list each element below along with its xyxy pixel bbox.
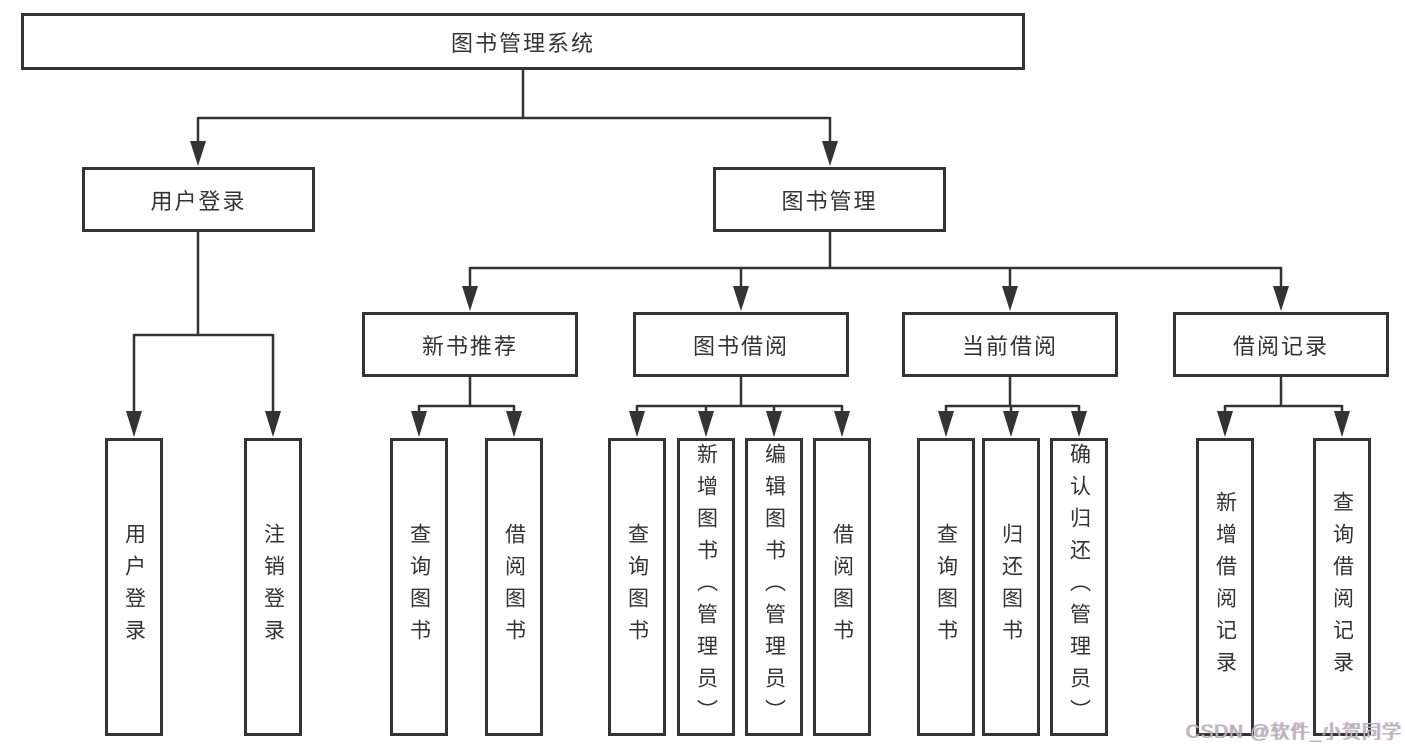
node-label: 图书借阅	[692, 333, 789, 359]
leaf-user-login: 用户登录	[105, 438, 163, 736]
node-label: 用户登录	[150, 188, 247, 214]
node-label: 查询图书	[407, 523, 431, 651]
node-label: 借阅记录	[1232, 333, 1329, 359]
leaf-cb-return-book: 归还图书	[982, 438, 1040, 736]
node-book-management: 图书管理	[713, 167, 946, 232]
edge-user-login-to-leaves	[126, 232, 281, 437]
leaf-cb-query-book: 查询图书	[917, 438, 975, 736]
node-label: 归还图书	[999, 523, 1023, 651]
node-book-borrow: 图书借阅	[633, 312, 849, 377]
node-label: 新增图书（管理员）	[694, 443, 718, 731]
edge-book-borrow-to-leaves	[629, 377, 850, 437]
node-label: 当前借阅	[961, 333, 1058, 359]
node-label: 编辑图书（管理员）	[762, 443, 786, 731]
node-label: 查询借阅记录	[1330, 491, 1354, 683]
leaf-logout: 注销登录	[244, 438, 302, 736]
leaf-bb-edit-book-admin: 编辑图书（管理员）	[745, 438, 803, 736]
node-label: 新书推荐	[421, 333, 518, 359]
leaf-nbr-borrow-book: 借阅图书	[485, 438, 543, 736]
node-label: 借阅图书	[502, 523, 526, 651]
node-new-book-recommend: 新书推荐	[362, 312, 578, 377]
node-label: 图书管理系统	[450, 30, 595, 56]
edge-root-to-level2	[190, 70, 838, 166]
edge-current-borrow-to-leaves	[938, 377, 1087, 437]
node-label: 确认归还（管理员）	[1067, 443, 1091, 731]
node-label: 借阅图书	[830, 523, 854, 651]
node-label: 新增借阅记录	[1213, 491, 1237, 683]
node-label: 查询图书	[625, 523, 649, 651]
leaf-bb-borrow-book: 借阅图书	[813, 438, 871, 736]
leaf-br-add-record: 新增借阅记录	[1196, 438, 1254, 736]
node-user-login: 用户登录	[82, 167, 315, 232]
node-label: 用户登录	[122, 523, 146, 651]
csdn-watermark: CSDN @软件_小贺同学	[1186, 722, 1402, 743]
node-borrow-record: 借阅记录	[1173, 312, 1389, 377]
leaf-nbr-query-book: 查询图书	[390, 438, 448, 736]
leaf-bb-query-book: 查询图书	[608, 438, 666, 736]
node-root-library-system: 图书管理系统	[21, 13, 1025, 70]
edge-borrow-record-to-leaves	[1217, 377, 1350, 437]
leaf-cb-confirm-return-admin: 确认归还（管理员）	[1050, 438, 1108, 736]
edge-book-mgmt-to-level3	[462, 232, 1289, 311]
node-current-borrow: 当前借阅	[902, 312, 1118, 377]
node-label: 查询图书	[934, 523, 958, 651]
node-label: 图书管理	[781, 188, 878, 214]
leaf-bb-add-book-admin: 新增图书（管理员）	[677, 438, 735, 736]
edge-new-book-rec-to-leaves	[411, 377, 522, 437]
node-label: 注销登录	[261, 523, 285, 651]
leaf-br-query-record: 查询借阅记录	[1313, 438, 1371, 736]
